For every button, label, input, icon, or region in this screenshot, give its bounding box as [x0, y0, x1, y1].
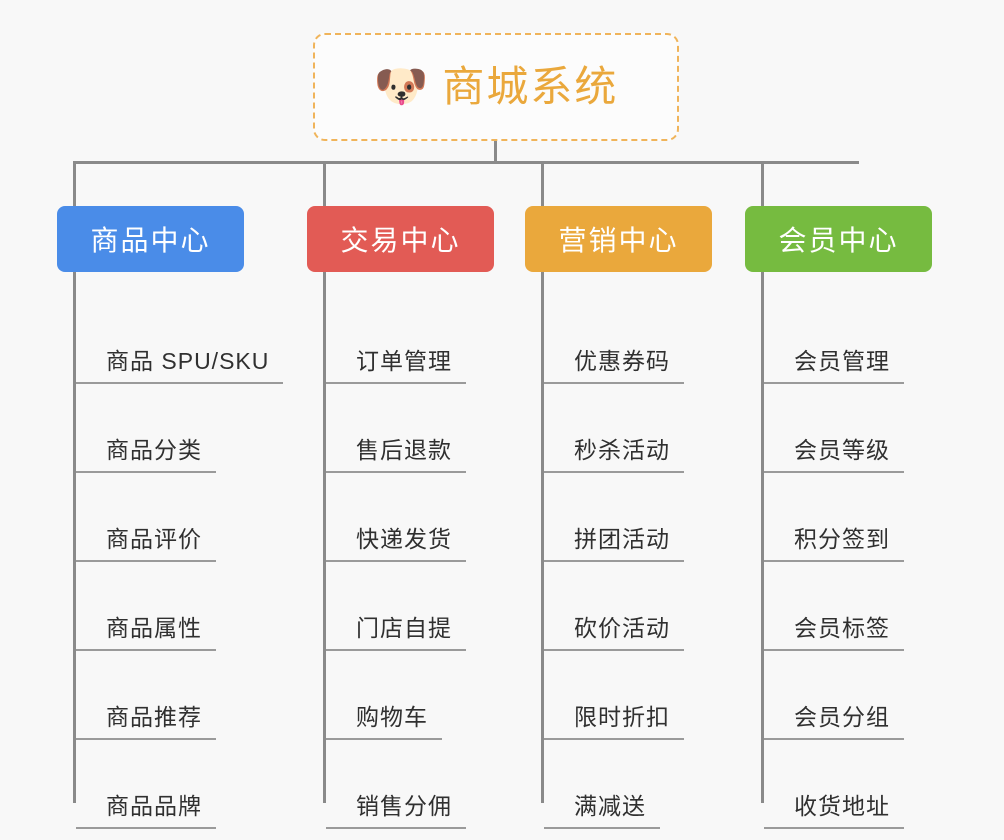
leaf-item-underline: 订单管理	[326, 346, 466, 384]
shiba-dog-face-icon: 🐶	[373, 62, 429, 111]
leaf-item-label: 会员标签	[794, 615, 890, 641]
leaf-item-label: 商品属性	[106, 615, 202, 641]
leaf-item-label: 优惠券码	[574, 348, 670, 374]
branch-trunk-line	[73, 272, 76, 803]
category-label: 会员中心	[778, 225, 899, 256]
leaf-item-underline: 秒杀活动	[544, 435, 684, 473]
leaf-item-label: 会员分组	[794, 704, 890, 730]
leaf-item-underline: 满减送	[544, 791, 660, 829]
leaf-item-label: 拼团活动	[574, 526, 670, 552]
category-label: 商品中心	[90, 225, 211, 256]
leaf-item-underline: 积分签到	[764, 524, 904, 562]
leaf-item-underline: 快递发货	[326, 524, 466, 562]
connector-drop-trade-center	[323, 161, 326, 206]
leaf-item-label: 售后退款	[356, 437, 452, 463]
leaf-item-underline: 商品品牌	[76, 791, 216, 829]
leaf-item-underline: 售后退款	[326, 435, 466, 473]
connector-drop-member-center	[761, 161, 764, 206]
leaf-item-label: 满减送	[574, 793, 646, 819]
leaf-item-underline: 销售分佣	[326, 791, 466, 829]
branch-trunk-line	[541, 272, 544, 803]
category-label: 营销中心	[558, 225, 679, 256]
leaf-item-label: 商品品牌	[106, 793, 202, 819]
leaf-item-label: 砍价活动	[574, 615, 670, 641]
root-node-shopping-mall-system[interactable]: 🐶 商城系统	[313, 33, 679, 141]
connector-drop-marketing-center	[541, 161, 544, 206]
leaf-item-underline: 商品属性	[76, 613, 216, 651]
category-box-member-center[interactable]: 会员中心	[745, 206, 932, 272]
leaf-item-underline: 优惠券码	[544, 346, 684, 384]
leaf-item-label: 商品推荐	[106, 704, 202, 730]
leaf-item-label: 商品分类	[106, 437, 202, 463]
leaf-item-label: 会员管理	[794, 348, 890, 374]
leaf-item-underline: 商品 SPU/SKU	[76, 346, 284, 384]
category-box-product-center[interactable]: 商品中心	[57, 206, 244, 272]
category-box-trade-center[interactable]: 交易中心	[307, 206, 494, 272]
leaf-item-underline: 会员分组	[764, 702, 904, 740]
leaf-item-label: 门店自提	[356, 615, 452, 641]
branch-trunk-line	[761, 272, 764, 803]
leaf-item-underline: 会员管理	[764, 346, 904, 384]
leaf-item-label: 积分签到	[794, 526, 890, 552]
leaf-item-underline: 会员标签	[764, 613, 904, 651]
leaf-item-label: 收货地址	[794, 793, 890, 819]
leaf-item-underline: 会员等级	[764, 435, 904, 473]
leaf-item-label: 会员等级	[794, 437, 890, 463]
category-label: 交易中心	[340, 225, 461, 256]
leaf-item-underline: 砍价活动	[544, 613, 684, 651]
leaf-item-underline: 限时折扣	[544, 702, 684, 740]
leaf-item-label: 订单管理	[356, 348, 452, 374]
leaf-item-label: 商品 SPU/SKU	[106, 348, 270, 374]
leaf-item-underline: 商品分类	[76, 435, 216, 473]
leaf-item-underline: 收货地址	[764, 791, 904, 829]
leaf-item-underline: 购物车	[326, 702, 442, 740]
connector-drop-product-center	[73, 161, 76, 206]
leaf-item-underline: 商品评价	[76, 524, 216, 562]
leaf-item-label: 销售分佣	[356, 793, 452, 819]
connector-horizontal-bus	[73, 161, 859, 164]
leaf-item-underline: 商品推荐	[76, 702, 216, 740]
root-title: 商城系统	[442, 63, 619, 110]
leaf-item-label: 商品评价	[106, 526, 202, 552]
connector-root-stem	[494, 141, 497, 163]
category-box-marketing-center[interactable]: 营销中心	[525, 206, 712, 272]
branch-trunk-line	[323, 272, 326, 803]
leaf-item-label: 限时折扣	[574, 704, 670, 730]
leaf-item-label: 购物车	[356, 704, 428, 730]
leaf-item-underline: 拼团活动	[544, 524, 684, 562]
leaf-item-label: 秒杀活动	[574, 437, 670, 463]
leaf-item-label: 快递发货	[356, 526, 452, 552]
leaf-item-underline: 门店自提	[326, 613, 466, 651]
